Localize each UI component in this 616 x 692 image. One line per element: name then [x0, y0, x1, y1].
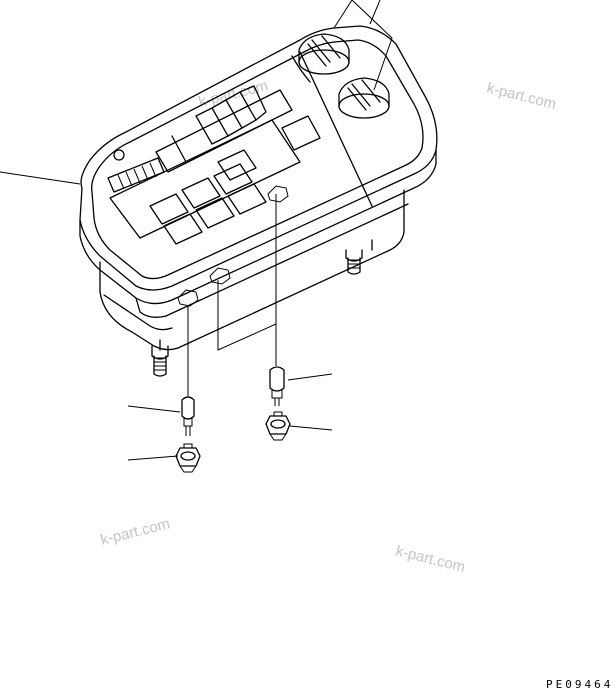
socket-hole — [209, 267, 231, 285]
bar-gauge — [107, 157, 165, 193]
bulb — [181, 396, 195, 436]
top-switch-group — [195, 85, 267, 145]
bulb — [269, 366, 285, 406]
watermark: k-part.com — [197, 77, 270, 111]
display-frame — [109, 89, 301, 239]
button-grid — [149, 149, 267, 245]
watermark: k-part.com — [485, 79, 558, 113]
watermark: k-part.com — [99, 515, 172, 549]
drawing-code: PE09464 — [546, 678, 613, 691]
rotary-knob — [298, 33, 350, 75]
rotary-knob — [338, 77, 390, 119]
panel-cover — [79, 25, 438, 318]
bulb-socket — [265, 411, 291, 441]
leader-lines — [0, 0, 393, 461]
socket-hole — [267, 185, 289, 203]
socket-hole — [177, 289, 199, 307]
watermark: k-part.com — [394, 542, 467, 576]
mounting-stud — [151, 345, 169, 377]
panel-housing — [99, 189, 405, 351]
indicator-lamp — [113, 149, 125, 161]
square-switch — [281, 115, 321, 151]
bulb-socket — [175, 443, 201, 473]
mounting-stud — [345, 249, 363, 275]
